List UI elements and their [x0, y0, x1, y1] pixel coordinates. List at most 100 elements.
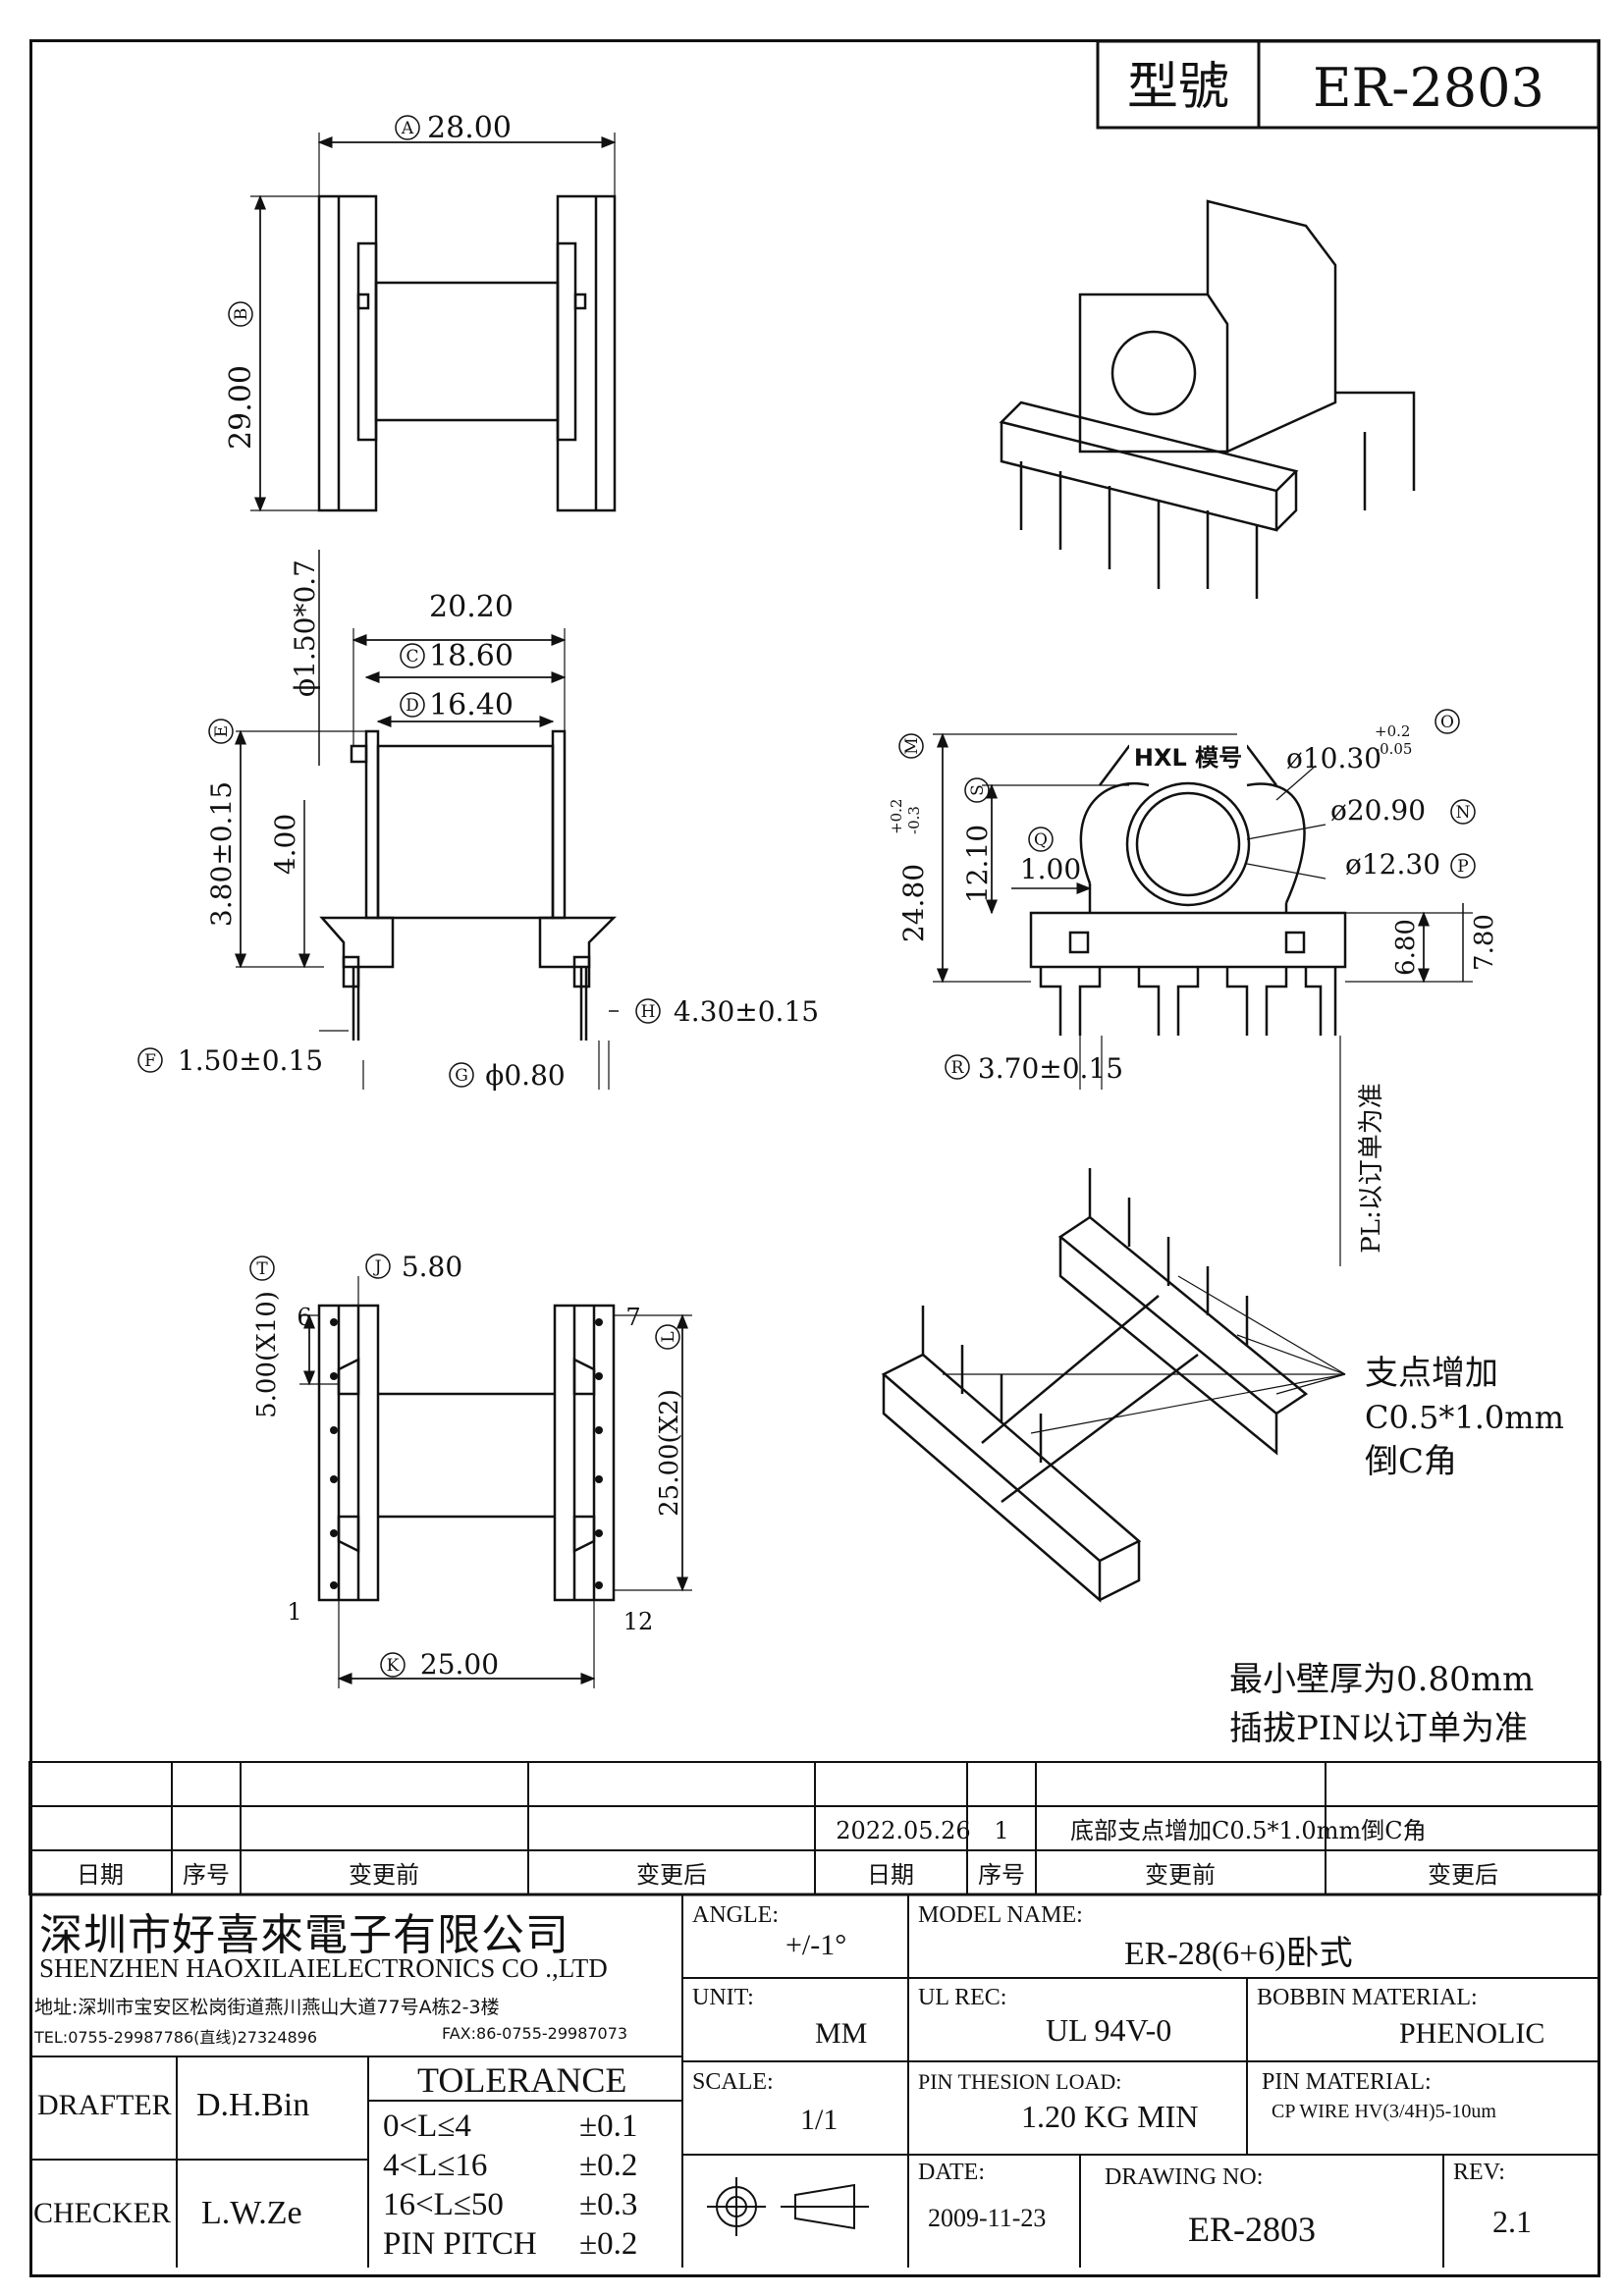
- dim-n: ø20.90: [1330, 794, 1426, 827]
- tag-l-circle: [655, 1324, 680, 1350]
- dim-r: 3.70±0.15: [978, 1052, 1123, 1085]
- dim-p: ø12.30: [1345, 848, 1440, 881]
- pin-7-label: 7: [625, 1304, 640, 1331]
- tolerance-value-2: ±0.2: [579, 2148, 638, 2183]
- tag-q: Q: [1034, 830, 1048, 850]
- dim-o-tol-dn: -0.05: [1375, 740, 1412, 758]
- hxl-logo: HXL 模号: [1134, 744, 1242, 772]
- checker-label: CHECKER: [33, 2197, 172, 2229]
- tag-b-circle: [228, 301, 253, 327]
- tolerance-range-4: PIN PITCH: [383, 2226, 537, 2262]
- support-note: 支点增加 C0.5*1.0mm 倒C角: [1365, 1354, 1564, 1481]
- tag-g-circle: [449, 1062, 474, 1088]
- bottom-view: [299, 1276, 692, 1688]
- header-date-1: 日期: [77, 1861, 124, 1889]
- scale-value: 1/1: [800, 2104, 839, 2136]
- isometric-top-sketch: [999, 199, 1416, 599]
- dim-o: ø10.30: [1286, 742, 1381, 774]
- projection-symbol: [707, 2177, 869, 2236]
- tag-j: J: [373, 1257, 382, 1277]
- tag-p-circle: [1450, 853, 1476, 879]
- header-date-2: 日期: [867, 1861, 914, 1889]
- tag-r-circle: [945, 1054, 970, 1080]
- side-view: [235, 550, 619, 1090]
- support-note-3: 倒C角: [1365, 1442, 1457, 1481]
- tolerance-range-1: 0<L≤4: [383, 2109, 471, 2144]
- drawing-sheet: [29, 39, 1600, 2277]
- dim-g: ϕ0.80: [485, 1059, 565, 1092]
- tag-j-circle: [365, 1254, 391, 1279]
- header-seq-1: 序号: [183, 1861, 230, 1889]
- tolerance-values: ±0.1 ±0.2 ±0.3 ±0.2: [579, 2107, 637, 2264]
- header-after-1: 变更后: [636, 1861, 707, 1889]
- drawing-no-value: ER-2803: [1188, 2210, 1316, 2249]
- wall-note: 最小壁厚为0.80mm: [1229, 1660, 1534, 1699]
- tolerance-value-4: ±0.2: [579, 2226, 638, 2262]
- dim-phi: ϕ1.50*0.7: [289, 560, 321, 697]
- tag-b: B: [232, 308, 251, 321]
- header-before-2: 变更前: [1145, 1861, 1216, 1889]
- tag-n: N: [1456, 803, 1471, 823]
- dim-m-tol-up: +0.2: [888, 799, 905, 834]
- dim-780: 7.80: [1470, 914, 1499, 971]
- tag-e: E: [212, 725, 232, 737]
- drafter-label: DRAFTER: [37, 2089, 172, 2121]
- date-label: DATE:: [918, 2160, 985, 2185]
- front-view-labels: HXL 模号 24.80 +0.2 -0.3 M 12.10 S Q 1.00 …: [888, 709, 1499, 1254]
- tolerance-value-1: ±0.1: [579, 2109, 638, 2144]
- tag-m-circle: [898, 733, 924, 759]
- pin-1-label: 1: [287, 1598, 301, 1626]
- revision-date: 2022.05.26: [836, 1817, 970, 1844]
- drafter-name: D.H.Bin: [196, 2087, 310, 2123]
- tag-t: T: [256, 1259, 268, 1279]
- tag-s-circle: [964, 777, 990, 803]
- pin-note: 插拔PIN以订单为准: [1229, 1709, 1528, 1748]
- side-view-labels: 20.20 C 18.60 D 16.40 ϕ1.50*0.7 3.80±0.1…: [137, 560, 819, 1092]
- tag-d: D: [406, 696, 419, 716]
- dim-d: 16.40: [429, 688, 514, 722]
- tag-o: O: [1440, 713, 1454, 732]
- angle-value: +/-1°: [785, 1929, 847, 1961]
- tag-f-circle: [137, 1047, 163, 1073]
- bottom-view-pins: [330, 1318, 603, 1589]
- dim-c: 18.60: [429, 639, 514, 673]
- tag-n-circle: [1450, 799, 1476, 825]
- revision-change: 底部支点增加C0.5*1.0mm倒C角: [1070, 1817, 1427, 1844]
- tag-k: K: [387, 1656, 400, 1676]
- tag-q-circle: [1028, 827, 1054, 852]
- pl-note: PL:以订单为准: [1357, 1083, 1386, 1254]
- dim-2020: 20.20: [429, 590, 514, 624]
- dim-s: 12.10: [961, 825, 994, 903]
- dim-f: 1.50±0.15: [178, 1044, 323, 1077]
- tag-r: R: [951, 1058, 965, 1078]
- rev-value: 2.1: [1492, 2204, 1532, 2239]
- dim-o-tol-up: +0.2: [1375, 722, 1410, 740]
- header-before-1: 变更前: [349, 1861, 419, 1889]
- tag-s: S: [968, 784, 988, 796]
- company-tel: TEL:0755-29987786(直线)27324896: [34, 2028, 318, 2047]
- pin-material-value: CP WIRE HV(3/4H)5-10um: [1272, 2101, 1496, 2122]
- dim-k: 25.00: [420, 1648, 499, 1681]
- support-note-2: C0.5*1.0mm: [1365, 1399, 1564, 1436]
- company-fax: FAX:86-0755-29987073: [442, 2024, 628, 2043]
- tag-o-circle: [1435, 709, 1460, 734]
- dim-pitch: 5.00(X10): [252, 1291, 282, 1418]
- tolerance-value-3: ±0.3: [579, 2187, 638, 2222]
- pin-12-label: 12: [623, 1608, 654, 1635]
- scale-label: SCALE:: [692, 2069, 774, 2095]
- model-name-value: ER-28(6+6)卧式: [1124, 1936, 1353, 1972]
- ul-rec-value: UL 94V-0: [1046, 2012, 1172, 2048]
- tag-c-circle: [400, 643, 425, 668]
- drawing-no-label: DRAWING NO:: [1105, 2164, 1264, 2190]
- angle-label: ANGLE:: [692, 1902, 779, 1928]
- dim-q: 1.00: [1020, 853, 1081, 885]
- revision-seq: 1: [994, 1817, 1008, 1844]
- tag-t-circle: [249, 1255, 275, 1281]
- rev-label: REV:: [1453, 2160, 1505, 2185]
- bottom-view-labels: J 5.80 T 5.00(X10) 25.00(X2) L K 25.00 1…: [249, 1251, 684, 1681]
- model-label: 型號: [1127, 58, 1229, 117]
- tag-h-circle: [635, 998, 661, 1024]
- unit-label: UNIT:: [692, 1985, 754, 2010]
- tolerance-title: TOLERANCE: [417, 2060, 627, 2100]
